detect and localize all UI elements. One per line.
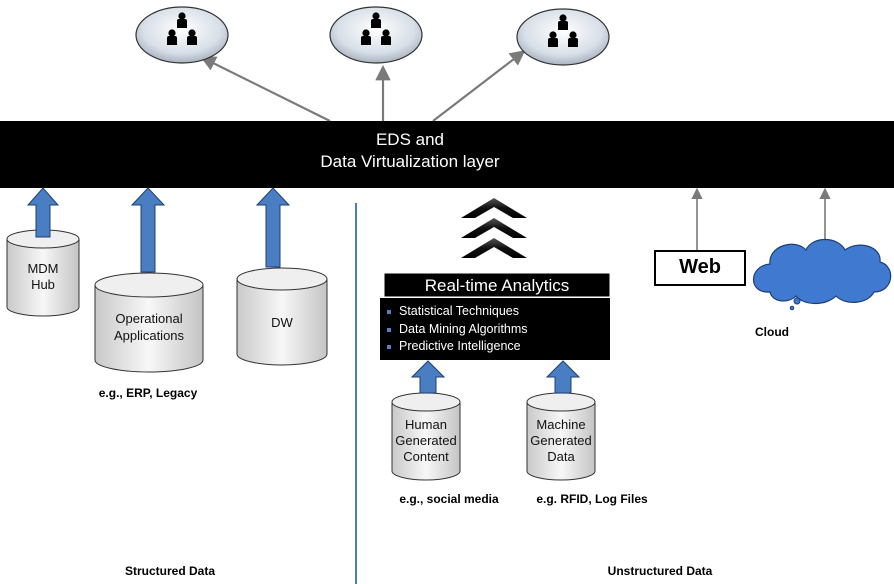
mdm-label-line2: Hub: [31, 277, 55, 292]
social-example-label: e.g., social media: [399, 492, 499, 506]
machine-data-upload-arrow: [545, 360, 581, 394]
dw-upload-arrow: [255, 187, 291, 268]
human-generated-content-cylinder: [391, 392, 461, 481]
eds-banner: [0, 121, 894, 188]
human-label-line2: Generated: [395, 433, 457, 448]
mdm-label-line1: MDM: [27, 261, 59, 276]
bullet-icon: [387, 327, 391, 332]
human-label-line3: Content: [403, 449, 449, 464]
structured-data-label: Structured Data: [124, 564, 216, 578]
human-label-line1: Human: [405, 417, 447, 432]
web-box: [654, 250, 746, 286]
rfid-example-label: e.g. RFID, Log Files: [536, 492, 648, 506]
analytics-title: Real-time Analytics: [424, 276, 570, 295]
banner-title-line2: Data Virtualization layer: [320, 152, 500, 171]
bullet-icon: [387, 345, 391, 349]
bullet-icon: [387, 310, 391, 314]
banner-title-line1: EDS and: [375, 130, 445, 149]
web-label: Web: [679, 256, 721, 278]
machine-label-line3: Data: [547, 449, 575, 464]
machine-label-line1: Machine: [536, 417, 586, 432]
cloud-shape: [753, 238, 892, 311]
operational-applications-cylinder: [94, 272, 204, 373]
upward-chevrons: [461, 198, 527, 258]
user-group-left: [135, 6, 229, 64]
structured-example-label: e.g., ERP, Legacy: [98, 386, 198, 400]
mdm-hub-cylinder: [6, 229, 80, 317]
operational-label-line1: Operational: [115, 311, 183, 326]
user-group-right: [516, 8, 610, 66]
analytics-item: Predictive Intelligence: [385, 338, 528, 356]
connector-arrow-right: [432, 50, 526, 122]
analytics-techniques-box: [380, 298, 610, 360]
user-group-center: [329, 6, 423, 64]
dw-cylinder: [236, 267, 328, 366]
analytics-item: Data Mining Algorithms: [385, 321, 528, 339]
connector-arrow-left: [200, 56, 331, 122]
machine-generated-data-cylinder: [526, 392, 596, 481]
machine-label-line2: Generated: [530, 433, 592, 448]
operational-label-line2: Applications: [113, 328, 185, 343]
unstructured-data-label: Unstructured Data: [607, 564, 713, 578]
analytics-item: Statistical Techniques: [385, 303, 528, 321]
analytics-item-label: Predictive Intelligence: [399, 339, 521, 353]
dw-label: DW: [271, 315, 293, 330]
analytics-title-box: [383, 272, 611, 298]
analytics-item-label: Statistical Techniques: [399, 304, 519, 318]
analytics-item-label: Data Mining Algorithms: [399, 321, 528, 336]
user-connectors: [200, 50, 526, 122]
cloud-label: Cloud: [755, 325, 789, 339]
human-content-upload-arrow: [410, 360, 446, 394]
analytics-techniques-list: Statistical Techniques Data Mining Algor…: [385, 303, 528, 356]
mdm-upload-arrow: [26, 187, 60, 238]
operational-upload-arrow: [130, 187, 166, 273]
